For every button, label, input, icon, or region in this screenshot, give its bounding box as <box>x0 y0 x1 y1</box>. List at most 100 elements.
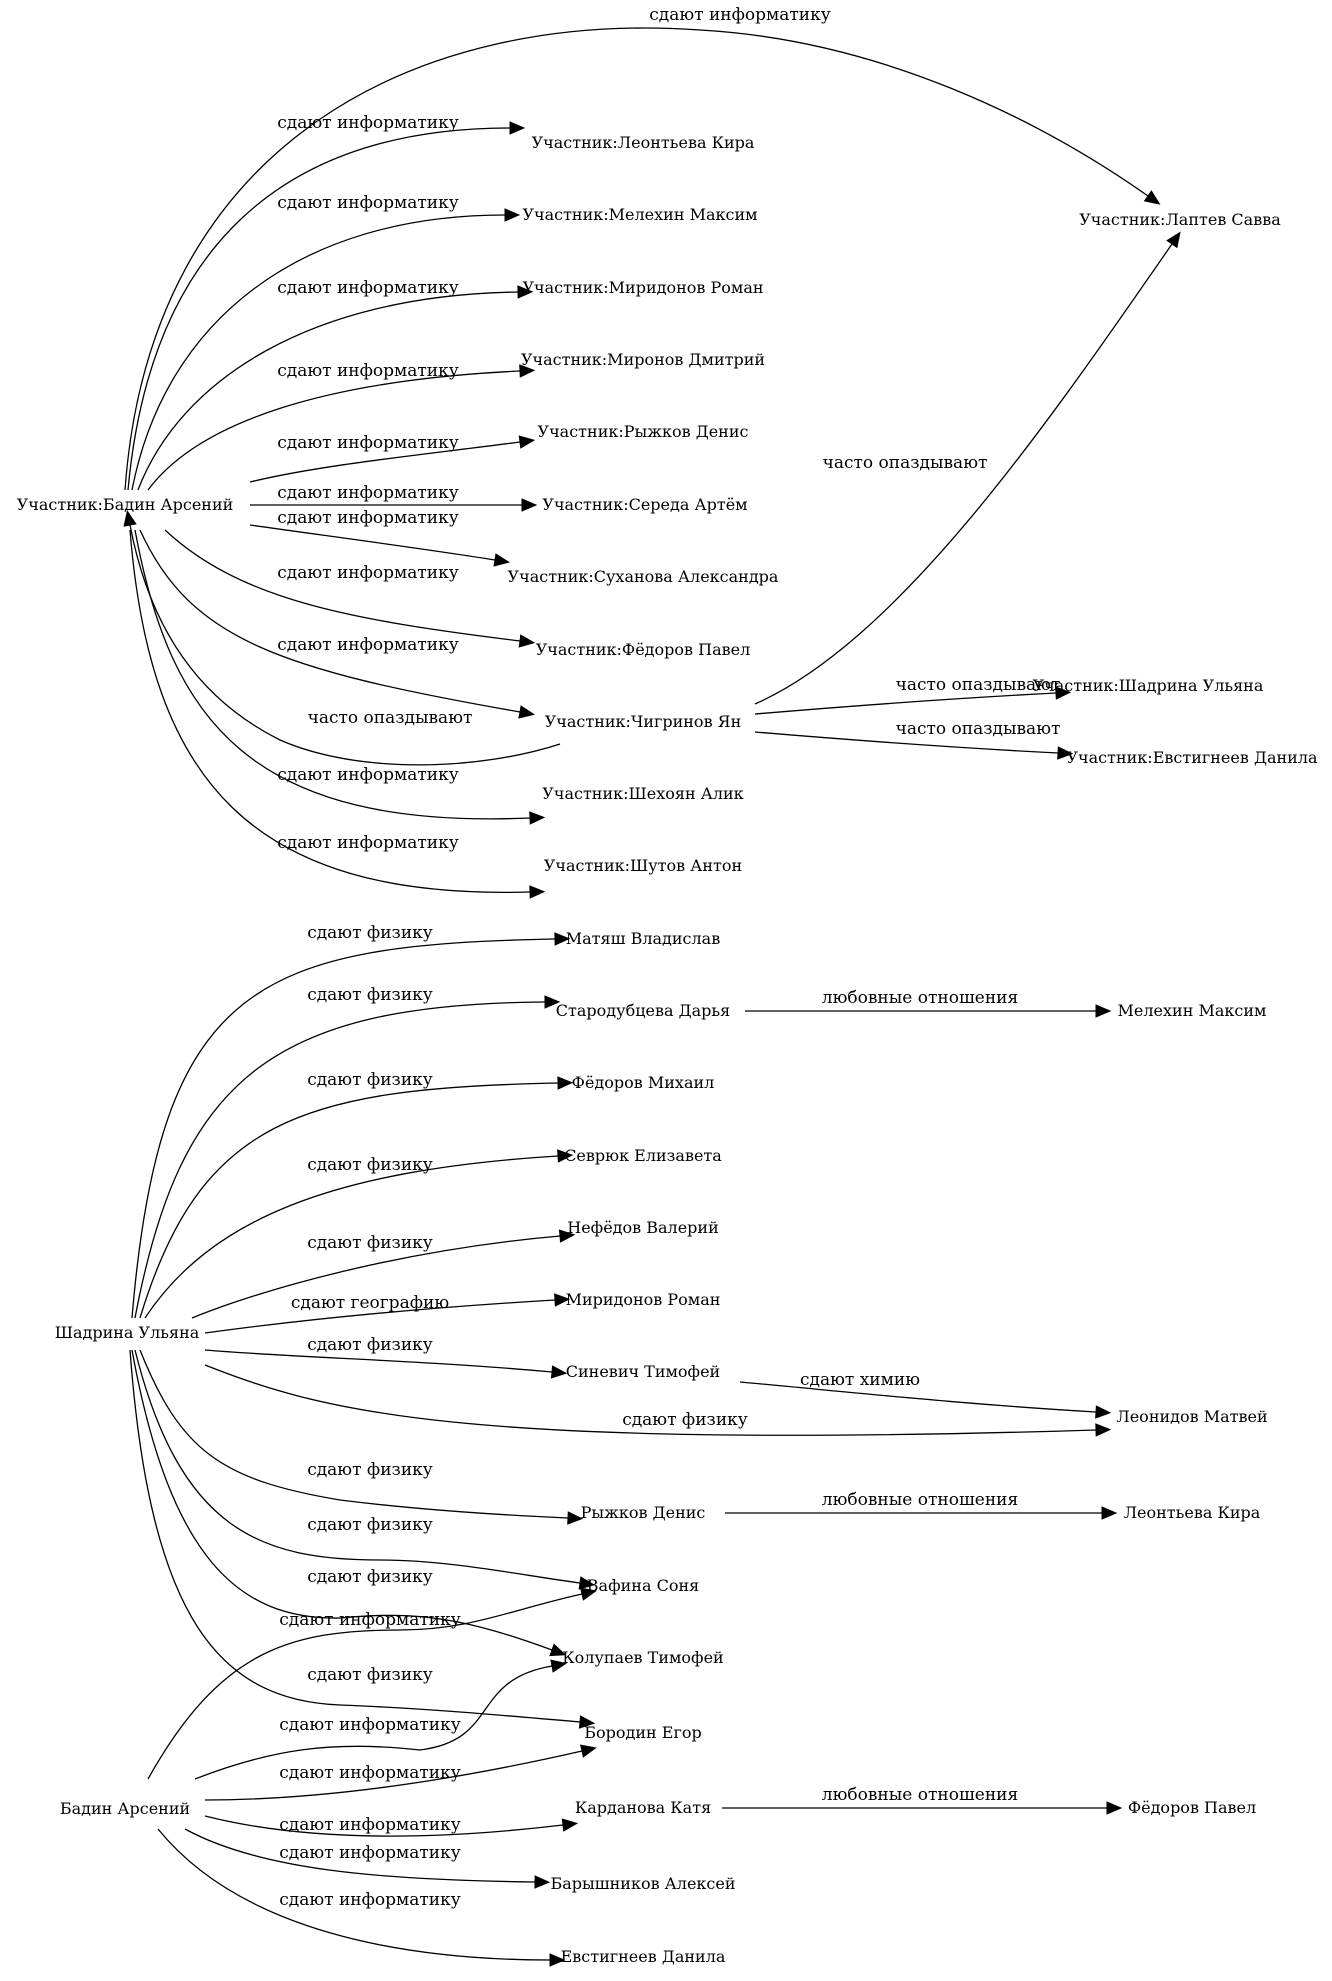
arrowhead-icon <box>561 1818 579 1832</box>
graph-node: Нефёдов Валерий <box>567 1218 719 1237</box>
edge-label: сдают химию <box>800 1370 920 1390</box>
graph-node: Участник:Шадрина Ульяна <box>1033 676 1264 695</box>
edge: сдают физику <box>204 1335 568 1379</box>
graph-node: Фёдоров Павел <box>1128 1798 1256 1817</box>
edge-label: сдают информатику <box>277 833 459 853</box>
graph-node: Шадрина Ульяна <box>55 1323 200 1342</box>
graph-node: Евстигнеев Данила <box>561 1947 726 1966</box>
edge: любовные отношения <box>745 988 1112 1018</box>
edge-line <box>139 1349 569 1519</box>
edge-label: сдают физику <box>622 1410 748 1430</box>
arrowhead-icon <box>518 435 536 449</box>
edge: часто опаздывают <box>754 719 1074 760</box>
graph-node: Бородин Егор <box>584 1723 701 1742</box>
arrowhead-icon <box>509 121 526 135</box>
arrowhead-icon <box>554 932 571 946</box>
graph-node: Участник:Шехоян Алик <box>542 784 743 803</box>
graph-node: Стародубцева Дарья <box>556 1001 730 1020</box>
edge-label: сдают информатику <box>277 563 459 583</box>
arrowhead-icon <box>567 1511 584 1525</box>
edge: сдают физику <box>134 1349 596 1590</box>
edge-label: сдают информатику <box>279 1815 461 1835</box>
edge: сдают информатику <box>250 483 538 512</box>
edge-label: сдают информатику <box>277 361 459 381</box>
edge-label: сдают физику <box>307 1070 433 1090</box>
edge-line <box>144 1155 559 1319</box>
edge: сдают информатику <box>249 508 511 567</box>
edge: сдают информатику <box>131 193 521 491</box>
edge-line <box>754 692 1057 715</box>
arrowhead-icon <box>578 1576 596 1590</box>
arrowhead-icon <box>549 1953 566 1967</box>
edge-line <box>204 1750 583 1801</box>
edge: сдают физику <box>139 1349 584 1525</box>
arrowhead-icon <box>578 1715 596 1729</box>
edge: сдают физику <box>139 1070 574 1319</box>
edge-line <box>139 529 521 713</box>
graph-node: Участник:Евстигнеев Данила <box>1066 748 1317 767</box>
edge-label: сдают физику <box>307 1515 433 1535</box>
arrowhead-icon <box>1057 746 1074 760</box>
edge: сдают физику <box>191 1229 576 1319</box>
graph-node: Участник:Чигринов Ян <box>545 712 742 731</box>
edge: сдают информатику <box>157 1828 566 1967</box>
graph-node: Участник:Леонтьева Кира <box>532 133 755 152</box>
edge-line <box>134 529 531 820</box>
edge-label: часто опаздывают <box>823 453 988 473</box>
graph-node: Бадин Арсений <box>60 1799 190 1818</box>
edge-label: сдают информатику <box>277 433 459 453</box>
edge-label: сдают информатику <box>279 1843 461 1863</box>
arrowhead-icon <box>550 1365 568 1379</box>
arrowhead-icon <box>1095 1423 1112 1437</box>
edge-line <box>131 1349 553 1651</box>
arrowhead-icon <box>1095 1004 1112 1018</box>
edge-line <box>137 291 519 491</box>
graph-node: Колупаев Тимофей <box>562 1648 723 1667</box>
arrowhead-icon <box>1166 231 1181 249</box>
arrowhead-icon <box>521 498 538 512</box>
edge-line <box>249 524 496 561</box>
edge-label: сдают информатику <box>277 483 459 503</box>
edge-label: сдают физику <box>307 1233 433 1253</box>
edge-label: сдают информатику <box>277 278 459 298</box>
edge-line <box>147 370 521 491</box>
edge-line <box>147 1593 583 1780</box>
edge-label: сдают физику <box>307 1155 433 1175</box>
arrowhead-icon <box>517 285 534 299</box>
edge-label: любовные отношения <box>822 988 1018 1008</box>
graph-node: Синевич Тимофей <box>566 1362 720 1381</box>
graph-node: Участник:Суханова Александра <box>508 567 779 586</box>
edge-line <box>127 127 511 491</box>
edge-line <box>754 731 1059 754</box>
arrowhead-icon <box>580 1744 597 1758</box>
graph-node: Леонидов Матвей <box>1116 1407 1267 1426</box>
edge-line <box>194 1665 553 1780</box>
edge-line <box>124 27 1149 491</box>
edge: сдают физику <box>144 1149 574 1319</box>
edge-label: сдают информатику <box>279 1890 461 1910</box>
edge: сдают химию <box>739 1370 1112 1419</box>
edge: любовные отношения <box>722 1785 1123 1815</box>
graph-node: Участник:Лаптев Савва <box>1079 210 1281 229</box>
edge-line <box>134 1001 546 1319</box>
arrowhead-icon <box>554 1293 571 1307</box>
edge-line <box>204 1299 556 1334</box>
edge: сдают географию <box>204 1293 571 1334</box>
arrowhead-icon <box>519 364 536 378</box>
graph-node: Миридонов Роман <box>566 1290 721 1309</box>
edge-label: сдают физику <box>307 1460 433 1480</box>
arrowhead-icon <box>123 510 137 527</box>
edge: сдают информатику <box>147 1587 597 1780</box>
edge: сдают информатику <box>184 1828 551 1889</box>
edge-label: любовные отношения <box>822 1490 1018 1510</box>
edge-label: сдают физику <box>307 1567 433 1587</box>
edge-line <box>739 1381 1097 1413</box>
graph-node: Севрюк Елизавета <box>564 1146 722 1165</box>
edge: сдают физику <box>204 1364 1112 1437</box>
edge-label: сдают информатику <box>277 193 459 213</box>
edge-line <box>129 1349 581 1723</box>
edge: сдают информатику <box>194 1659 568 1780</box>
edge: сдают информатику <box>137 278 534 491</box>
edge-line <box>184 1828 536 1883</box>
